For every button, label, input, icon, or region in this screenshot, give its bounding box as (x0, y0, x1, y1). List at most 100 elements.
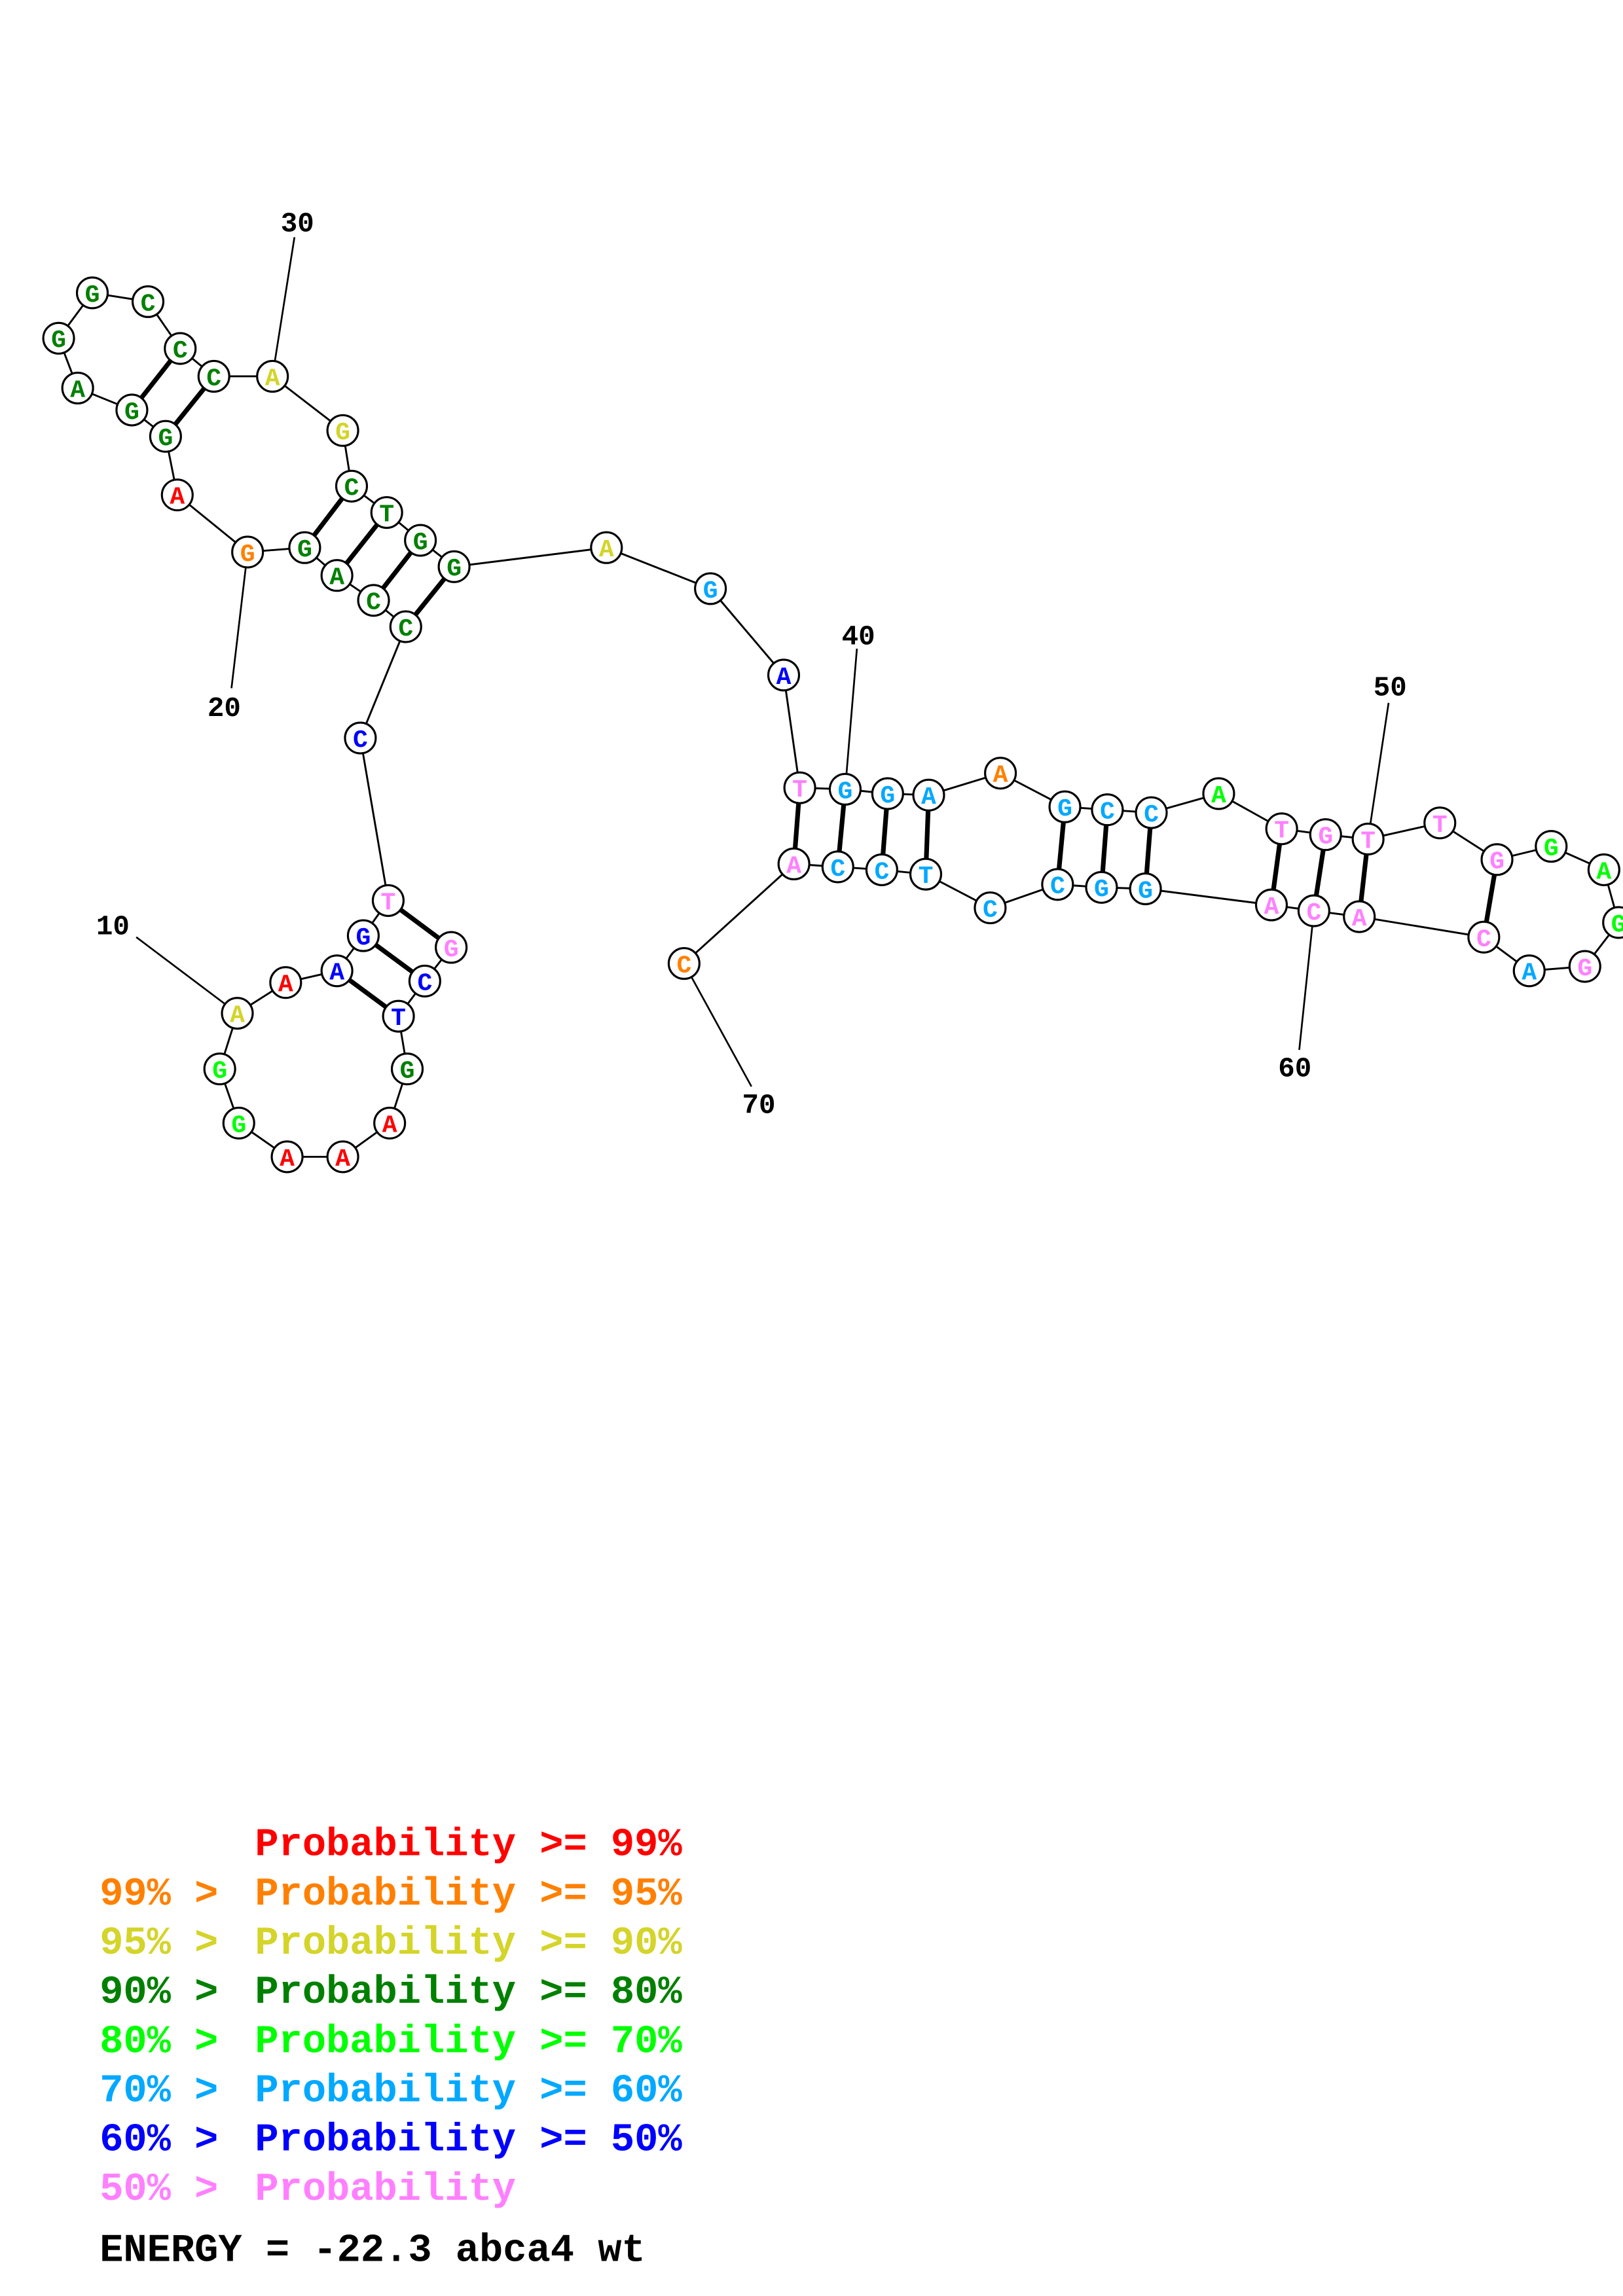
nucleotide-circle (1265, 812, 1298, 846)
nucleotide-circle (326, 1140, 359, 1174)
nucleotide: A (777, 847, 811, 881)
nucleotide-circle (404, 524, 437, 557)
nucleotide: C (344, 721, 377, 755)
nucleotide-circle (974, 891, 1007, 925)
nucleotide-circle (222, 1106, 255, 1140)
nucleotide-base: A (278, 971, 293, 999)
nucleotide-base: A (265, 365, 280, 393)
nucleotide: A (320, 559, 354, 592)
nucleotide: G (222, 1106, 255, 1140)
nucleotide-base: A (170, 484, 185, 512)
nucleotide-base: G (880, 782, 895, 810)
nucleotide-circle (437, 550, 471, 583)
nucleotide-circle (1512, 954, 1546, 988)
nucleotide-circle (1041, 868, 1074, 901)
nucleotide: A (269, 966, 302, 999)
nucleotide: G (42, 321, 75, 355)
nucleotide: G (1480, 843, 1514, 876)
nucleotide-circle (1535, 830, 1568, 863)
legend-prefix: 80% > (100, 2020, 218, 2064)
legend-entry: Probability >= 80% (255, 1971, 682, 2015)
position-label: 30 (281, 208, 314, 240)
nucleotide-circle (865, 853, 898, 886)
nucleotide: C (1135, 796, 1168, 829)
nucleotide-base: A (993, 762, 1008, 790)
nucleotide: C (164, 332, 197, 365)
nucleotide-circle (320, 559, 354, 592)
nucleotide-circle (590, 531, 623, 564)
nucleotide: G (149, 420, 182, 453)
nucleotide-circle (335, 469, 369, 503)
nucleotide-circle (269, 966, 302, 999)
nucleotide-base: G (703, 577, 718, 605)
nucleotide-circle (197, 359, 230, 393)
nucleotide-base: A (1264, 893, 1279, 922)
nucleotide: G (346, 919, 380, 952)
nucleotide: A (221, 997, 254, 1030)
nucleotide-base: G (85, 281, 100, 310)
legend-entry: Probability >= 99% (255, 1823, 682, 1868)
nucleotide-circle (1135, 796, 1168, 829)
nucleotide-base: T (379, 501, 394, 529)
nucleotide-base: A (776, 664, 792, 692)
nucleotide-base: C (874, 858, 889, 886)
nucleotide: T (909, 857, 943, 891)
nucleotide-circle (164, 332, 197, 365)
position-tick (271, 237, 296, 377)
nucleotide-base: G (838, 778, 853, 806)
nucleotide: G (1129, 872, 1162, 906)
nucleotide-circle (1129, 872, 1162, 906)
nucleotide: A (1512, 954, 1546, 988)
nucleotide-base: T (381, 889, 396, 917)
nucleotide-base: C (398, 615, 413, 643)
position-label: 20 (208, 693, 241, 725)
backbone-link (683, 863, 795, 965)
nucleotide-base: C (1100, 798, 1115, 827)
legend-prefix: 50% > (100, 2168, 218, 2212)
nucleotide: A (1202, 777, 1235, 810)
nucleotide: A (256, 359, 289, 393)
position-tick (136, 936, 238, 1014)
nucleotide: G (1309, 818, 1342, 852)
probability-legend: Probability >= 99%99% >Probability >= 95… (100, 1823, 682, 2212)
nucleotide-base: C (417, 969, 432, 997)
position-label: 40 (842, 621, 875, 653)
nucleotide-base: T (1360, 827, 1376, 855)
nucleotide-circle (149, 420, 182, 453)
nucleotide-base: A (329, 564, 344, 592)
nucleotide-circle (1297, 894, 1330, 927)
legend-prefix: 95% > (100, 1922, 218, 1966)
nucleotide: T (1423, 806, 1457, 840)
nucleotide: G (390, 1052, 424, 1086)
base-pairs (130, 347, 1500, 1018)
nucleotide-base: C (353, 726, 368, 755)
nucleotide-circle (42, 321, 75, 355)
nucleotide-base: T (391, 1005, 406, 1033)
nucleotide-circle (783, 771, 816, 804)
nucleotide-circle (984, 757, 1017, 790)
nucleotide-base: T (919, 863, 934, 891)
nucleotide-circle (909, 857, 943, 891)
nucleotide: T (370, 495, 403, 529)
nucleotide: A (1254, 888, 1288, 922)
nucleotide: C (1467, 920, 1501, 954)
backbone-link (606, 547, 711, 590)
position-tick (683, 963, 752, 1087)
nucleotide-circle (1085, 870, 1118, 904)
backbone-link (454, 547, 607, 568)
nucleotide-circle (1202, 777, 1235, 810)
nucleotide-circle (1351, 822, 1385, 855)
nucleotide-base: A (329, 960, 344, 988)
legend-entry: Probability (255, 2168, 516, 2212)
nucleotide-base: A (1522, 960, 1537, 988)
nucleotide-circle (1587, 853, 1620, 886)
nucleotide-circle (777, 847, 811, 881)
nucleotide: A (984, 757, 1017, 790)
nucleotide-circle (320, 954, 354, 988)
nucleotide-base: A (1211, 782, 1226, 810)
legend-prefix: 70% > (100, 2069, 218, 2113)
nucleotide-circle (160, 478, 194, 512)
nucleotide-base: G (400, 1058, 415, 1086)
nucleotide-circle (288, 531, 321, 564)
